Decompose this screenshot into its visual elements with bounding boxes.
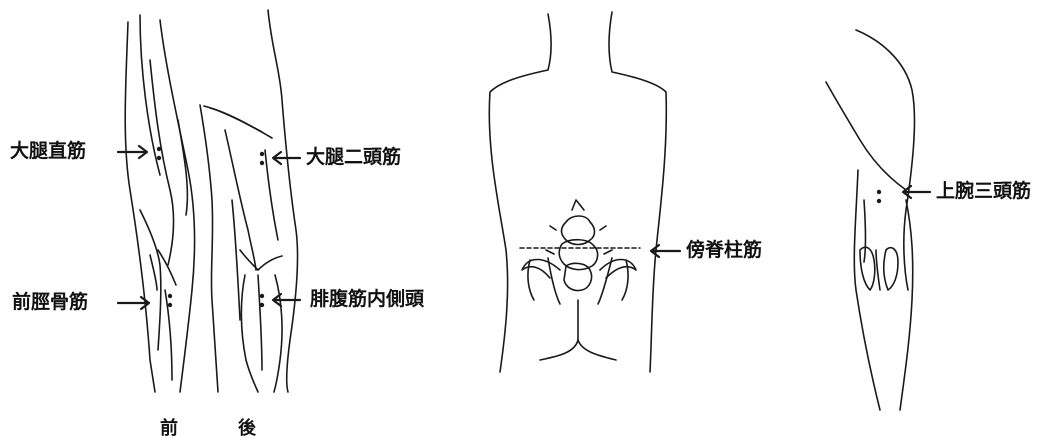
arrow-rectus-femoris: [118, 146, 147, 158]
electrode-tibialis-anterior-2: [168, 303, 172, 307]
front-leg-drawing: [125, 15, 194, 392]
label-gastrocnemius-medial: 腓腹筋内側頭: [310, 290, 424, 309]
electrode-rectus-femoris-2: [157, 156, 161, 160]
arm-drawing: [826, 30, 914, 410]
electrode-biceps-femoris-2: [260, 161, 264, 165]
arrow-tibialis-anterior: [118, 297, 149, 309]
electrode-tibialis-anterior-1: [168, 294, 172, 298]
label-arrows: [118, 146, 930, 309]
electrode-markers: [157, 147, 881, 307]
torso-back-drawing: [489, 12, 666, 372]
arrow-triceps-brachii: [903, 186, 930, 198]
label-biceps-femoris: 大腿二頭筋: [306, 148, 401, 167]
electrode-triceps-1: [877, 190, 881, 194]
label-triceps-brachii: 上腕三頭筋: [936, 182, 1031, 201]
electrode-biceps-femoris-1: [260, 152, 264, 156]
caption-front: 前: [160, 420, 178, 438]
electrode-gastrocnemius-2: [260, 303, 264, 307]
back-leg-drawing: [200, 10, 298, 392]
arrow-erector-spinae: [651, 245, 680, 257]
label-erector-spinae: 傍脊柱筋: [686, 241, 762, 260]
electrode-rectus-femoris-1: [157, 147, 161, 151]
label-rectus-femoris: 大腿直筋: [10, 142, 86, 161]
label-tibialis-anterior: 前脛骨筋: [12, 293, 88, 312]
caption-back: 後: [238, 420, 256, 438]
electrode-gastrocnemius-1: [260, 294, 264, 298]
electrode-triceps-2: [877, 199, 881, 203]
